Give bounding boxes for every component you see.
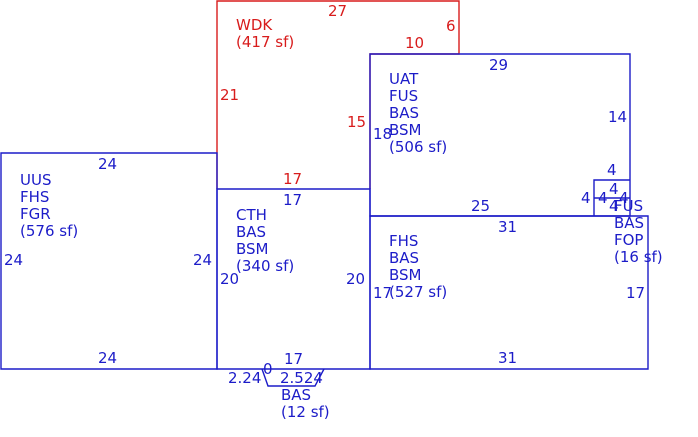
dim-wdk-bottom: 17 [283,170,302,188]
dim-cth-top: 17 [283,191,302,209]
dim-fus-right: 4 [619,189,629,207]
dim-bas-left: 2.24 [228,369,261,387]
dim-cth-right: 20 [346,270,365,288]
uus-label: UUS FHS FGR (576 sf) [20,171,78,240]
dim-uat-bottom: 25 [471,197,490,215]
dim-uus-bottom: 24 [98,349,117,367]
dim-wdk-right: 6 [446,17,456,35]
dim-fus-inner-b: 4 [598,189,608,207]
uat-label: UAT FUS BAS BSM (506 sf) [389,70,447,156]
dim-uat-top: 29 [489,56,508,74]
cth-label: CTH BAS BSM (340 sf) [236,206,294,275]
dim-fus-inner-a: 4 [609,180,619,198]
dim-wdk-top: 27 [328,2,347,20]
wdk-label: WDK (417 sf) [236,16,294,51]
dim-cth-left: 20 [220,270,239,288]
fus-label: FUS BAS FOP (16 sf) [614,197,663,266]
bas-outline [261,368,325,387]
fhs-label: FHS BAS BSM (527 sf) [389,232,447,301]
dim-wdk-left: 21 [220,86,239,104]
dim-fhs-right: 17 [626,284,645,302]
dim-uus-top: 24 [98,155,117,173]
dim-fhs-bottom: 31 [498,349,517,367]
dim-fus-top: 4 [607,161,617,179]
fus-outline [593,179,630,216]
dim-fhs-top: 31 [498,218,517,236]
dim-wdk-inner: 15 [347,113,366,131]
dim-uus-right: 24 [193,251,212,269]
dim-bas-c: 2.524 [280,369,323,387]
cth-outline [216,188,371,370]
dim-fhs-left: 17 [373,284,392,302]
bas-label: BAS (12 sf) [281,386,330,421]
dim-uat-right: 14 [608,108,627,126]
dim-fus-inner-c: 4 [609,197,619,215]
dim-bas-b: 17 [284,350,303,368]
dim-fus-left: 4 [581,189,591,207]
dim-wdk-step: 10 [405,34,424,52]
dim-uat-left: 18 [373,125,392,143]
dim-bas-a: 0 [263,360,273,378]
dim-uus-left: 24 [4,251,23,269]
